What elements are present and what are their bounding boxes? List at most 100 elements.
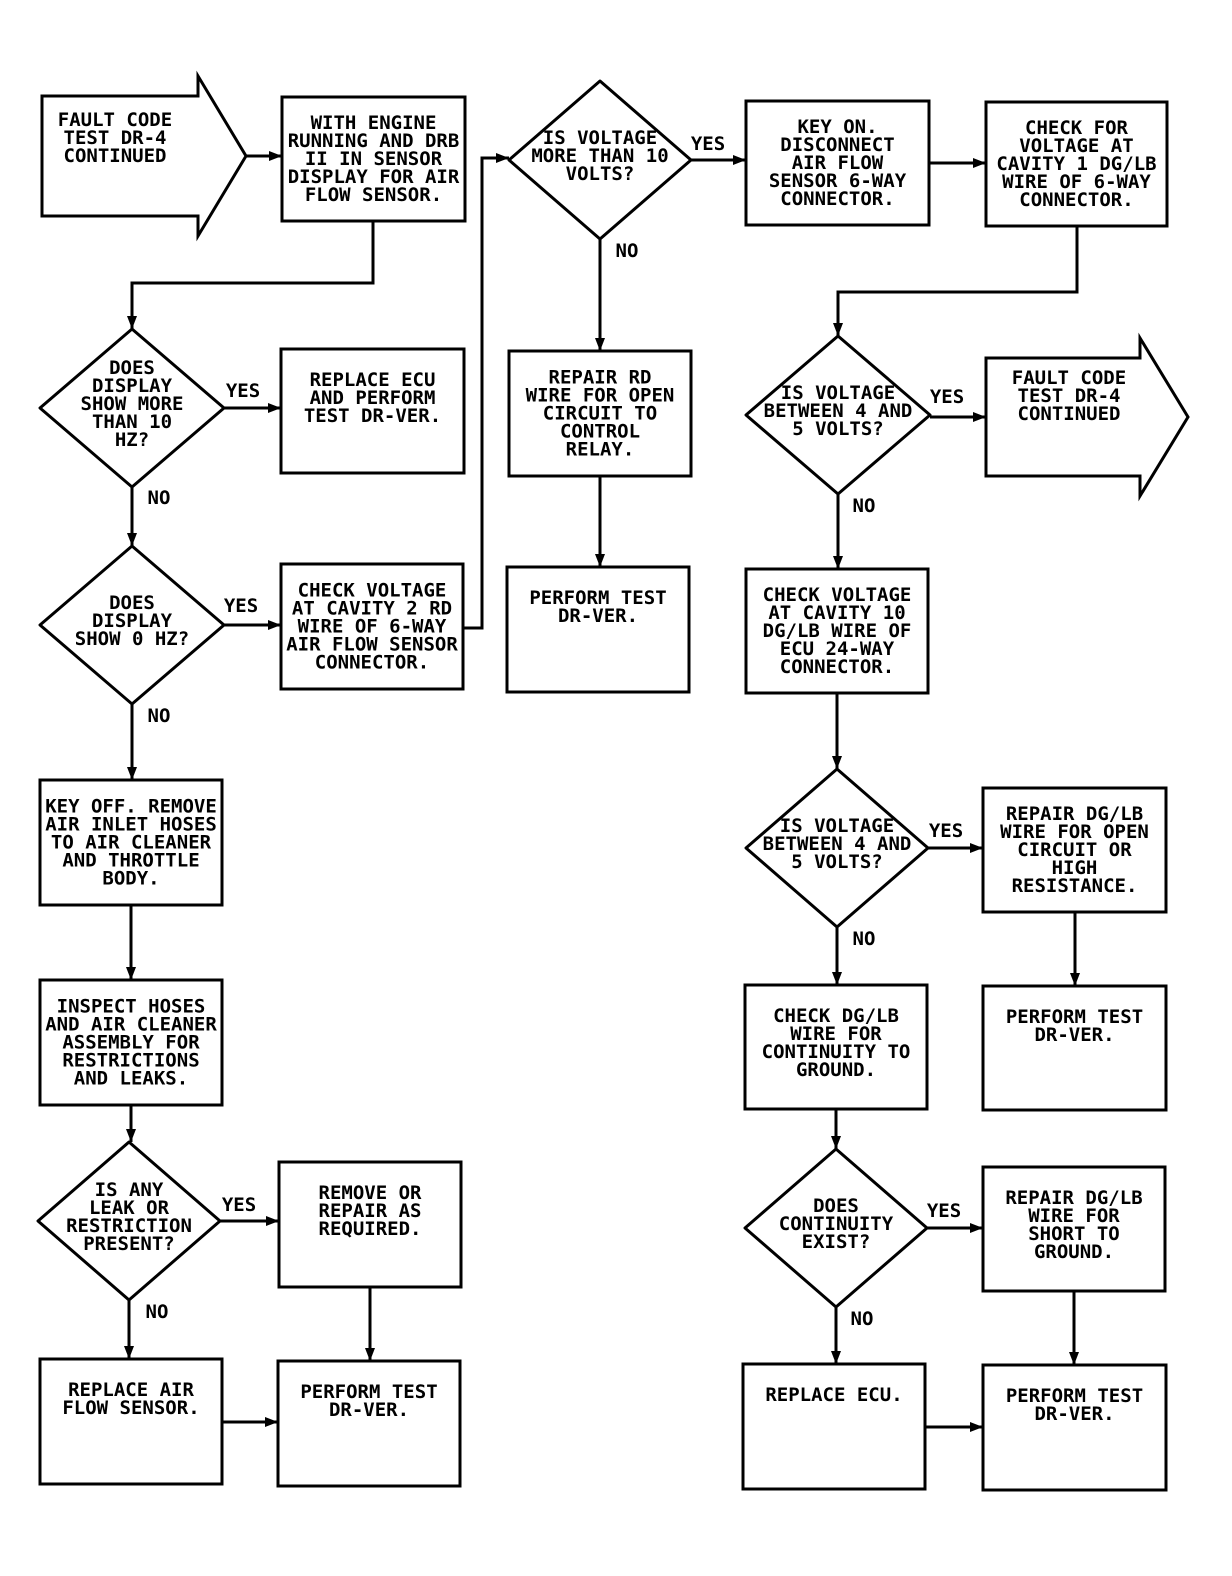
arrowhead (970, 1422, 983, 1432)
node-text-line: DISPLAY (92, 375, 173, 397)
node-text-line: THAN 10 (92, 411, 172, 433)
node-text-line: HIGH (1052, 857, 1098, 879)
node-text-line: CONTINUED (1018, 403, 1121, 425)
node-text-line: DR-VER. (558, 605, 638, 627)
node-text-line: IS VOLTAGE (780, 815, 894, 837)
arrowhead (1070, 973, 1080, 986)
node-text-line: PERFORM TEST (1006, 1385, 1143, 1407)
decision-diamond (744, 334, 932, 496)
process-box (981, 786, 1168, 914)
node-text-line: CHECK VOLTAGE (298, 580, 447, 602)
node-text-line: TEST DR-VER. (304, 405, 441, 427)
yes-label: YES (929, 820, 963, 842)
arrowhead (832, 972, 842, 985)
node-text-line: REPLACE ECU (310, 369, 436, 391)
node-text-line: AND LEAKS. (74, 1068, 188, 1090)
node-text-line: PERFORM TEST (529, 587, 666, 609)
node-text-line: 5 VOLTS? (791, 851, 883, 873)
node-text-line: AT CAVITY 10 (768, 602, 905, 624)
node-text-line: HZ? (115, 429, 149, 451)
arrowhead (832, 756, 842, 769)
node-text-line: II IN SENSOR (305, 148, 443, 170)
arrowhead (365, 1348, 375, 1361)
node-text-line: EXIST? (802, 1231, 871, 1253)
node-text-line: AIR FLOW SENSOR (286, 634, 458, 656)
arrowhead (595, 338, 605, 351)
node-text-line: SHOW 0 HZ? (75, 628, 189, 650)
node-text-line: ASSEMBLY FOR (62, 1032, 200, 1054)
node-text-line: INSPECT HOSES (57, 996, 206, 1018)
node-text-line: CONNECTOR. (315, 652, 429, 674)
node-text-line: MORE THAN 10 (531, 145, 668, 167)
no-label: NO (148, 705, 171, 727)
node-text-line: AT CAVITY 2 RD (292, 598, 452, 620)
no-label: NO (853, 495, 876, 517)
decision-diamond (743, 1147, 929, 1309)
node-text-line: DR-VER. (1034, 1024, 1114, 1046)
node-text-line: SHOW MORE (81, 393, 184, 415)
node-text-line: REPAIR AS (319, 1200, 422, 1222)
arrowhead (127, 533, 137, 546)
node-text-line: WIRE FOR OPEN (1000, 821, 1149, 843)
no-label: NO (146, 1301, 169, 1323)
node-text-line: WIRE FOR (790, 1023, 882, 1045)
node-text-line: CONTROL (560, 421, 640, 443)
node-text-line: CONNECTOR. (1019, 189, 1133, 211)
process-box (981, 1363, 1168, 1492)
node-text-line: RESISTANCE. (1012, 875, 1138, 897)
process-box (984, 100, 1169, 228)
node-text-line: PERFORM TEST (300, 1381, 437, 1403)
arrowhead (973, 158, 986, 168)
node-text-line: AIR INLET HOSES (45, 814, 217, 836)
node-text-line: GROUND. (1034, 1241, 1114, 1263)
node-text-line: DISPLAY FOR AIR (288, 166, 460, 188)
node-text-line: DG/LB WIRE OF (763, 620, 912, 642)
node-text-line: AND AIR CLEANER (45, 1014, 217, 1036)
node-text-line: REQUIRED. (319, 1218, 422, 1240)
yes-label: YES (226, 380, 260, 402)
node-text-line: TEST DR-4 (1018, 385, 1121, 407)
arrowhead (970, 1223, 983, 1233)
node-text-line: FLOW SENSOR. (62, 1397, 199, 1419)
decision-diamond (507, 79, 693, 241)
node-text-line: AIR FLOW (792, 152, 884, 174)
node-text-line: CONNECTOR. (780, 188, 894, 210)
node-text-line: KEY ON. (797, 116, 877, 138)
connectors (124, 151, 1080, 1432)
off-page-arrow (40, 70, 248, 242)
decision-diamond (36, 1140, 222, 1302)
arrowhead (833, 556, 843, 569)
arrowhead (268, 620, 281, 630)
no-label: NO (148, 487, 171, 509)
node-text-line: LEAK OR (89, 1197, 170, 1219)
arrowhead (831, 1351, 841, 1364)
arrowhead (831, 1136, 841, 1149)
arrowhead (126, 967, 136, 980)
arrowhead (973, 412, 986, 422)
yes-label: YES (927, 1200, 961, 1222)
node-text-line: 5 VOLTS? (792, 418, 884, 440)
off-page-arrow (984, 332, 1190, 502)
connector-line (463, 156, 509, 630)
node-text-line: RUNNING AND DRB (288, 130, 460, 152)
node-text-line: ECU 24-WAY (780, 638, 895, 660)
node-text-line: FAULT CODE (1012, 367, 1126, 389)
no-label: NO (851, 1308, 874, 1330)
node-text-line: VOLTAGE AT (1019, 135, 1133, 157)
arrowhead (126, 1129, 136, 1142)
arrowhead (269, 151, 282, 161)
